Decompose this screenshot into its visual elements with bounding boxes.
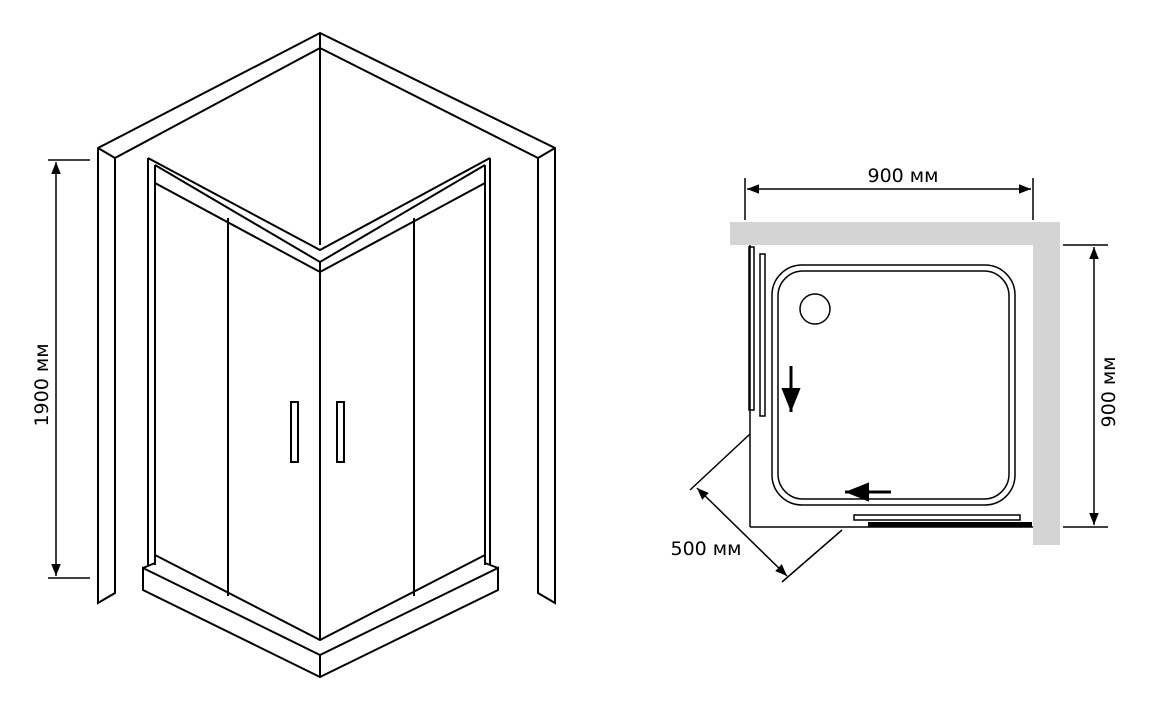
slide-arrows: [781, 366, 891, 502]
drain-icon: [799, 293, 831, 325]
door-opening-label: 500 мм: [671, 538, 742, 560]
height-label: 1900 мм: [31, 343, 53, 426]
top-width-dimension: 900 мм: [744, 165, 1034, 220]
door-opening-dimension: 500 мм: [671, 433, 843, 583]
height-dimension: 1900 мм: [31, 159, 90, 579]
right-depth-label: 900 мм: [1098, 357, 1120, 428]
enclosure-frame: [142, 157, 499, 679]
right-door-handle: [336, 401, 345, 463]
door-handles: [290, 401, 345, 463]
glass-panels: [748, 246, 1032, 527]
isometric-view: 1900 мм: [31, 31, 556, 679]
top-width-label: 900 мм: [868, 165, 939, 187]
right-depth-dimension: 900 мм: [1063, 244, 1120, 528]
left-door-handle: [290, 401, 299, 463]
plan-view: 900 мм 900 мм 500 мм: [671, 165, 1120, 583]
corner-walls: [97, 31, 556, 605]
